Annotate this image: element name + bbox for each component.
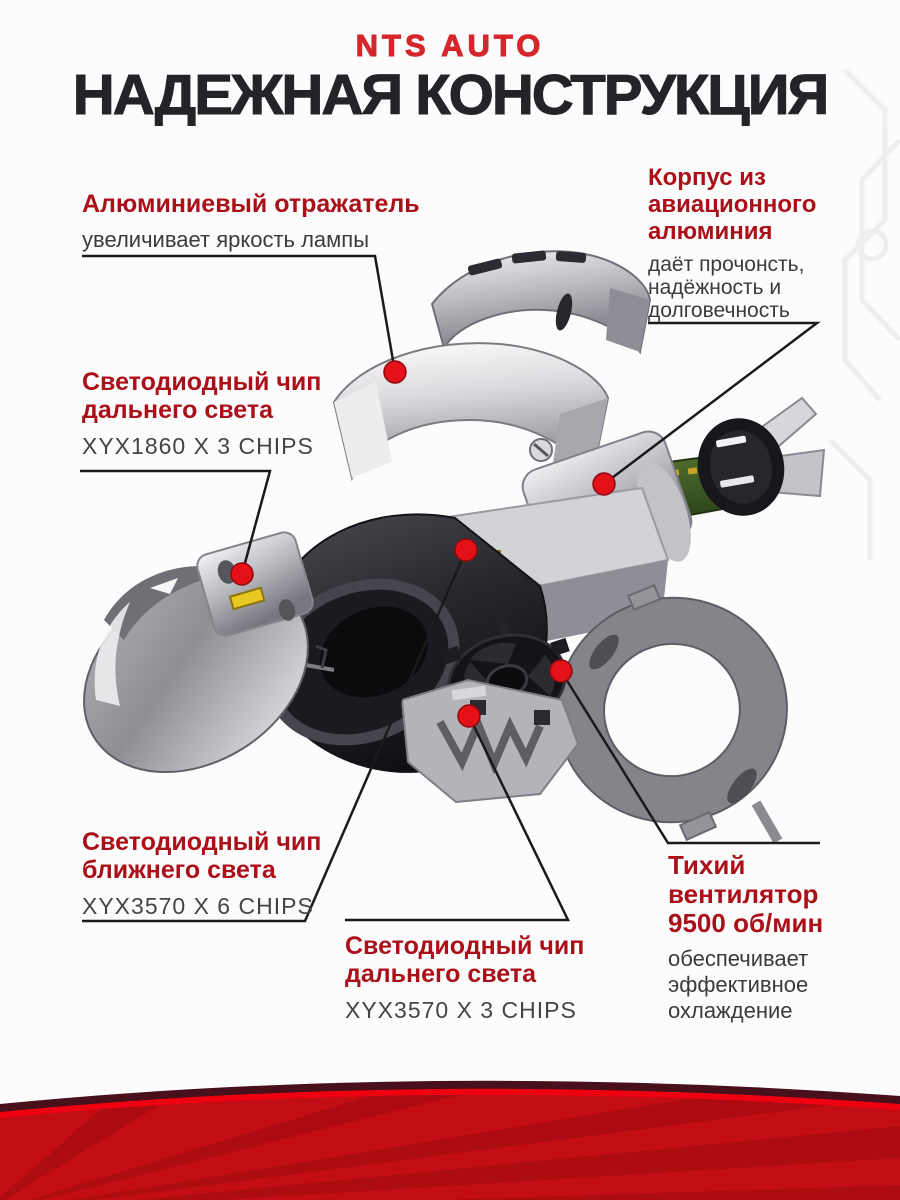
callout-desc: XYX3570 X 3 CHIPS [345, 997, 577, 1023]
led-bracket-plate [196, 531, 314, 637]
callout-line-reflector [82, 254, 397, 373]
background-watermark [828, 68, 900, 560]
spring-clip [400, 678, 580, 804]
callout-reflector: Алюминиевый отражатель увеличивает яркос… [82, 190, 420, 253]
bottom-banner [0, 1080, 900, 1200]
marker-dot-low-beam [454, 538, 478, 562]
callout-title: Алюминиевый отражатель [82, 190, 420, 218]
callout-line-fan [559, 670, 820, 845]
callout-desc: XYX3570 X 6 CHIPS [82, 893, 314, 919]
connector-cap [697, 418, 785, 516]
upper-heatsink-shell [430, 250, 652, 355]
marker-dot-high-beam-bottom [457, 704, 481, 728]
callout-lines [80, 254, 821, 923]
brand-logo: NTS AUTO [355, 28, 545, 64]
marker-dot-aluminum-body [592, 472, 616, 496]
callout-line-high-beam-top [80, 469, 272, 575]
marker-dot-high-beam-top [230, 562, 254, 586]
callout-desc: XYX1860 X 3 CHIPS [82, 433, 314, 459]
marker-dots [230, 360, 616, 728]
callout-line-low-beam [82, 549, 468, 923]
callout-line-high-beam-bottom [345, 715, 570, 922]
marker-dot-fan [549, 659, 573, 683]
callout-desc: увеличивает яркость лампы [82, 227, 370, 252]
page-title: НАДЕЖНАЯ КОНСТРУКЦИЯ [72, 63, 830, 128]
callout-line-aluminum-body [603, 321, 821, 485]
retainer-ring [556, 583, 788, 844]
marker-dot-reflector [383, 360, 407, 384]
